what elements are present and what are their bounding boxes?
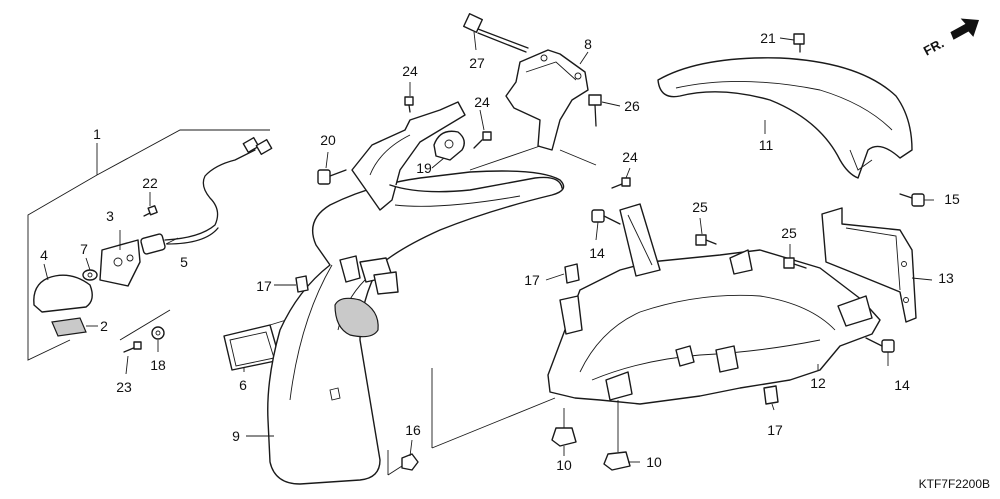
clip-17-a [295,275,309,293]
part-label: 14 [589,245,605,261]
bolt-24-a [404,96,414,113]
part-label: 24 [402,63,418,79]
nut-16 [387,450,419,476]
part-label: 12 [810,375,826,391]
part-label: 8 [584,36,592,52]
pad-part [51,317,87,337]
stay-bracket-8 [469,49,597,171]
rear-fender-part [267,101,565,485]
part-label: 13 [938,270,954,286]
bolt-25-b [783,257,807,269]
socket-wire-part [140,136,273,255]
lamp-base-part [99,239,141,287]
nut-10-b [603,400,631,471]
screw-21 [793,33,805,53]
bolt-25-a [695,234,717,246]
clamp-19 [433,130,465,161]
diagram-code: KTF7F2200B [919,477,990,491]
part-label: 21 [760,30,776,46]
taillight-group-bracket [27,129,270,361]
part-label: 7 [80,241,88,257]
screw-15 [899,193,925,207]
bolt-20 [317,169,347,185]
part-label: 16 [405,422,421,438]
screw-23 [123,341,142,353]
part-label: 14 [894,377,910,393]
collar-18 [151,326,165,340]
bolt-14-a [591,209,621,225]
direction-label: FR. [921,35,947,58]
part-label: 25 [692,199,708,215]
part-label: 24 [622,149,638,165]
part-label: 3 [106,208,114,224]
clip-17-b [564,263,580,284]
part-number-labels: 1 2 3 4 5 6 7 8 9 10 10 11 12 13 14 14 1… [40,30,960,473]
part-label: 5 [180,254,188,270]
bolt-27 [462,12,529,53]
part-label: 1 [93,126,101,142]
part-label: 15 [944,191,960,207]
bolt-24-b [473,131,492,149]
part-label: 22 [142,175,158,191]
part-label: 2 [100,318,108,334]
part-label: 18 [150,357,166,373]
part-label: 17 [767,422,783,438]
front-direction-indicator: FR. [921,18,980,59]
part-label: 25 [781,225,797,241]
part-label: 20 [320,132,336,148]
leader-lines [85,31,934,463]
clip-17-c [763,385,779,405]
part-label: 23 [116,379,132,395]
nut-10-a [551,408,577,447]
part-label: 27 [469,55,485,71]
part-label: 17 [256,278,272,294]
bolt-24-c [611,177,631,189]
lens-part [33,263,93,313]
part-label: 17 [524,272,540,288]
part-label: 9 [232,428,240,444]
part-label: 10 [646,454,662,470]
part-label: 19 [416,160,432,176]
part-label: 4 [40,247,48,263]
grommet-part [82,269,98,281]
direction-arrow-icon [950,18,980,40]
bolt-26 [588,94,602,127]
part-label: 6 [239,377,247,393]
inner-fender-part [547,203,881,405]
front-fender-part [657,57,913,179]
part-label: 24 [474,94,490,110]
protector-plate-part [821,207,917,323]
screw-22 [143,205,158,217]
part-label: 11 [759,137,774,153]
part-label: 26 [624,98,640,114]
bolt-14-b [865,337,895,353]
part-label: 10 [556,457,572,473]
